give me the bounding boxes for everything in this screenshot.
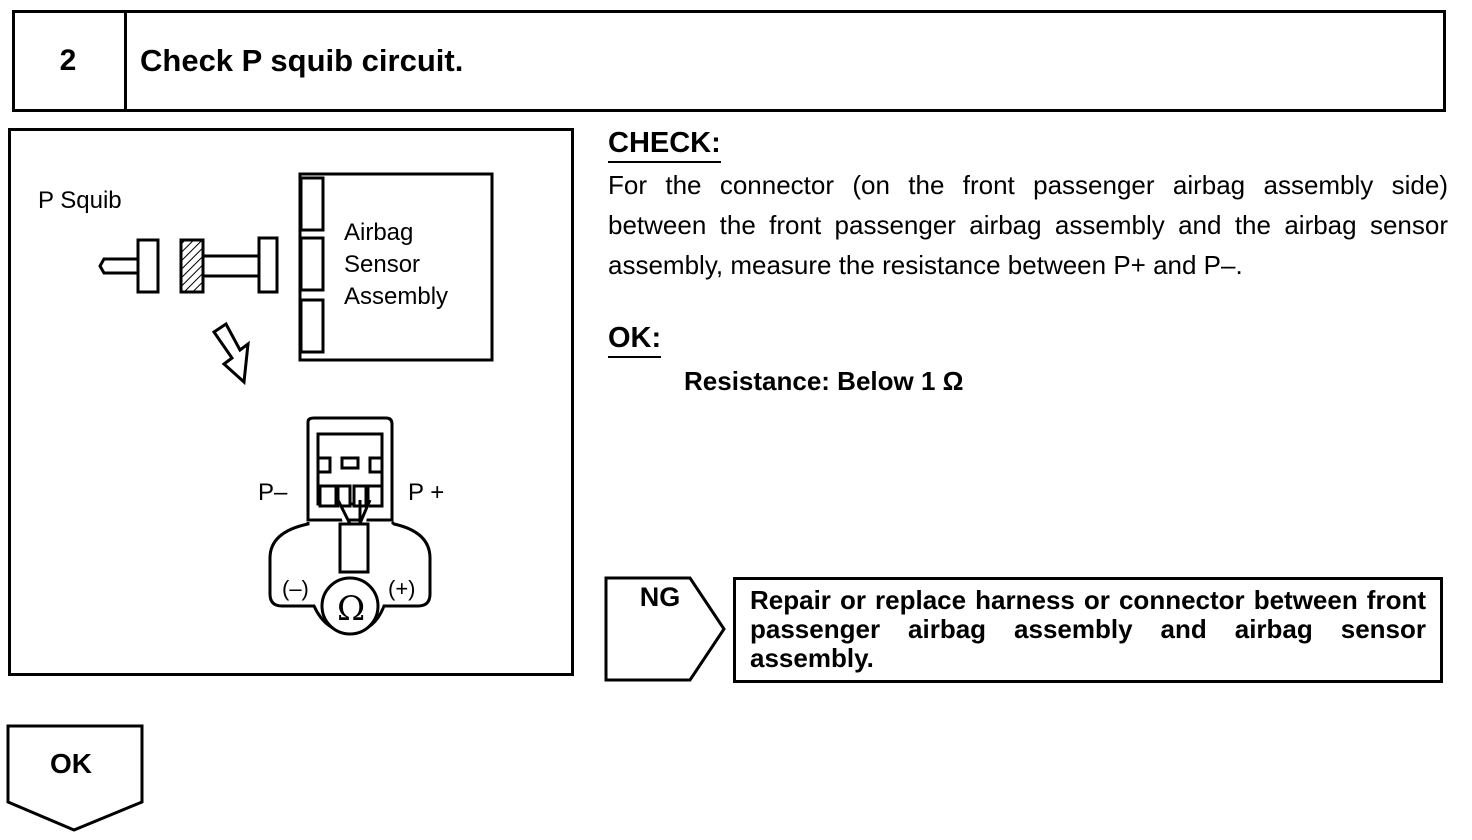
sensor-label-line-2: Sensor bbox=[344, 251, 420, 278]
terminal-minus-label: P– bbox=[258, 479, 288, 506]
step-number: 2 bbox=[59, 44, 77, 77]
step-title: Check P squib circuit. bbox=[140, 43, 464, 78]
ok-heading: OK: bbox=[608, 321, 662, 358]
ohm-symbol: Ω bbox=[337, 589, 365, 629]
connector-face-icon bbox=[306, 416, 394, 522]
ng-result-box: Repair or replace harness or connector b… bbox=[733, 577, 1443, 683]
step-header bbox=[12, 10, 1446, 112]
meter-minus-label: (–) bbox=[282, 576, 309, 601]
ng-arrow-icon bbox=[604, 576, 726, 682]
resistance-spec: Resistance: Below 1 Ω bbox=[684, 366, 964, 396]
squib-label: P Squib bbox=[38, 187, 122, 214]
squib-plug-icon bbox=[98, 238, 160, 294]
meter-probes-icon bbox=[336, 499, 372, 574]
ohmmeter-icon bbox=[268, 520, 432, 636]
hatched-connector-icon bbox=[179, 236, 279, 294]
check-instructions: For the connector (on the front passenge… bbox=[608, 170, 1448, 280]
down-arrow-icon bbox=[211, 321, 250, 386]
connector-illustration: P Squib Airbag Sensor Assembly P– P + (–… bbox=[38, 172, 494, 636]
sensor-label-line-3: Assembly bbox=[344, 283, 448, 310]
terminal-plus-label: P + bbox=[408, 479, 444, 506]
airbag-sensor-box bbox=[298, 172, 494, 362]
meter-plus-label: (+) bbox=[388, 576, 416, 601]
check-heading: CHECK: bbox=[608, 126, 721, 163]
step-divider bbox=[124, 10, 127, 112]
sensor-label-line-1: Airbag bbox=[344, 219, 413, 246]
ng-result-text: Repair or replace harness or connector b… bbox=[750, 585, 1426, 673]
ok-flow-label: OK bbox=[50, 748, 92, 779]
ok-arrow-icon bbox=[6, 724, 144, 832]
ng-label: NG bbox=[639, 582, 681, 612]
illustration-frame bbox=[8, 128, 574, 676]
